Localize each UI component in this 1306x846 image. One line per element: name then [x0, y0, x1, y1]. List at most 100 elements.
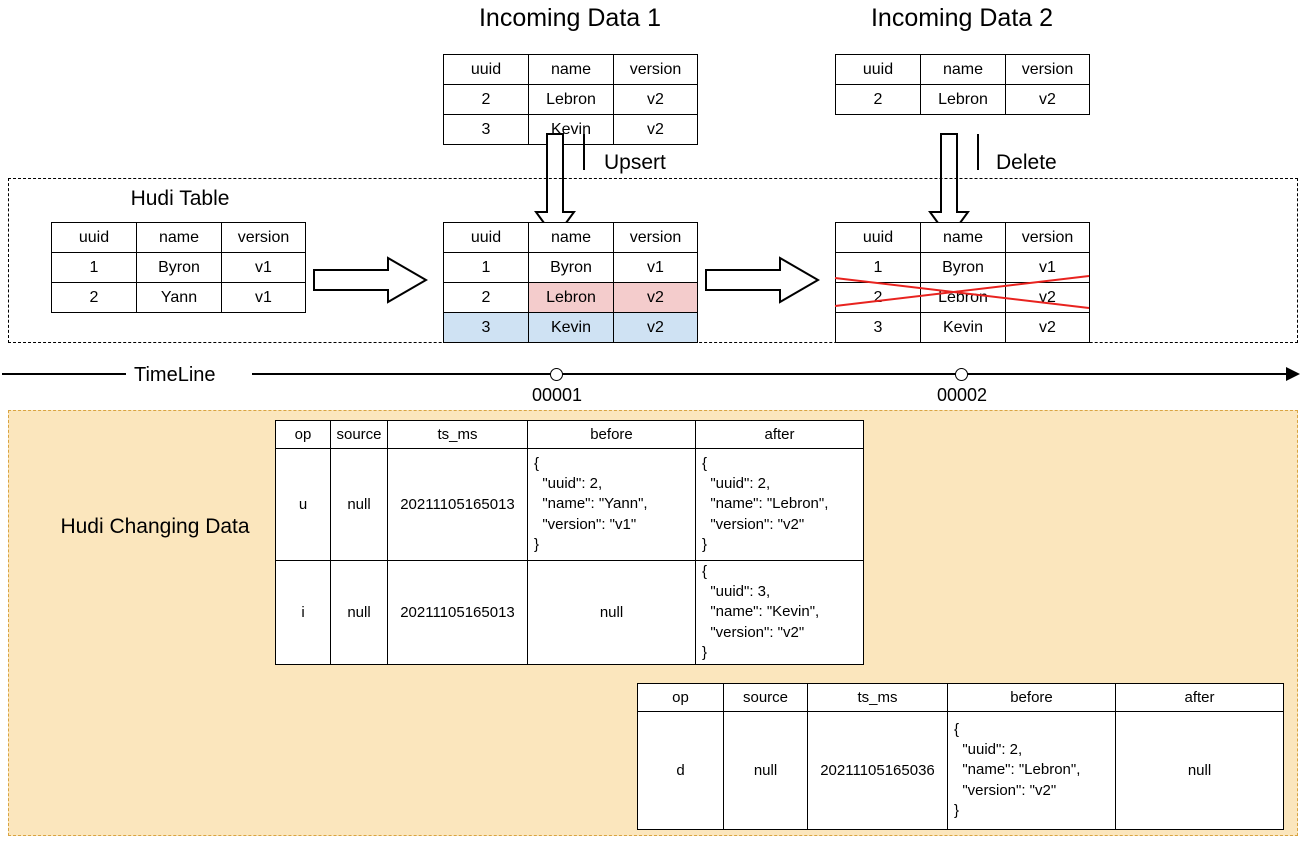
table-row-updated: 2 Lebron v2 — [443, 282, 698, 313]
cell-source: null — [330, 448, 388, 561]
col-source: source — [330, 420, 388, 449]
col-uuid: uuid — [51, 222, 137, 253]
flow-arrow-2 — [705, 256, 820, 304]
col-uuid: uuid — [835, 222, 921, 253]
col-name: name — [528, 222, 614, 253]
cell-uuid: 2 — [835, 282, 921, 313]
cell-version: v1 — [613, 252, 698, 283]
col-version: version — [221, 222, 306, 253]
cell-version: v2 — [1005, 84, 1090, 115]
cell-uuid: 3 — [443, 312, 529, 343]
cell-source: null — [330, 560, 388, 665]
cell-uuid: 3 — [443, 114, 529, 145]
col-before: before — [527, 420, 696, 449]
incoming-data-1-table: uuid name version 2 Lebron v2 3 Kevin v2 — [443, 54, 698, 145]
cell-uuid: 2 — [443, 84, 529, 115]
cell-uuid: 1 — [835, 252, 921, 283]
col-ts-ms: ts_ms — [807, 683, 948, 712]
timeline-marker-00001 — [550, 368, 563, 381]
table-row: 3 Kevin v2 — [835, 312, 1090, 343]
timeline-marker-00002 — [955, 368, 968, 381]
incoming-data-1-title: Incoming Data 1 — [478, 4, 662, 32]
col-uuid: uuid — [443, 222, 529, 253]
col-version: version — [1005, 222, 1090, 253]
table-row: 3 Kevin v2 — [443, 114, 698, 145]
hudi-changing-data-label: Hudi Changing Data — [60, 515, 250, 538]
table-row: 2 Yann v1 — [51, 282, 306, 313]
col-after: after — [1115, 683, 1284, 712]
timeline-axis — [2, 367, 1300, 381]
cell-ts-ms: 20211105165013 — [387, 448, 528, 561]
cell-name: Byron — [920, 252, 1006, 283]
table-row: 2 Lebron v2 — [835, 84, 1090, 115]
cell-name: Byron — [528, 252, 614, 283]
cell-after: null — [1115, 711, 1284, 830]
col-op: op — [275, 420, 331, 449]
hudi-table-title: Hudi Table — [130, 187, 230, 210]
table-row: 2 Lebron v2 — [443, 84, 698, 115]
cell-version: v2 — [613, 114, 698, 145]
cell-before: { "uuid": 2, "name": "Lebron", "version"… — [947, 711, 1116, 830]
cell-uuid: 3 — [835, 312, 921, 343]
upsert-label: Upsert — [601, 152, 669, 173]
cell-name: Byron — [136, 252, 222, 283]
cell-before: null — [527, 560, 696, 665]
cell-name: Lebron — [528, 84, 614, 115]
cell-before: { "uuid": 2, "name": "Yann", "version": … — [527, 448, 696, 561]
cell-uuid: 2 — [835, 84, 921, 115]
cell-uuid: 2 — [443, 282, 529, 313]
timeline-tick-label-00001: 00001 — [531, 385, 583, 405]
cell-name: Kevin — [528, 312, 614, 343]
delete-label: Delete — [993, 152, 1060, 173]
cell-version: v2 — [613, 84, 698, 115]
timeline-label: TimeLine — [130, 365, 220, 385]
cdc-table-1: op source ts_ms before after u null 2021… — [275, 420, 864, 665]
cell-op: i — [275, 560, 331, 665]
cell-name: Lebron — [920, 282, 1006, 313]
cell-after: { "uuid": 3, "name": "Kevin", "version":… — [695, 560, 864, 665]
col-name: name — [920, 222, 1006, 253]
table-row-inserted: 3 Kevin v2 — [443, 312, 698, 343]
cell-op: d — [637, 711, 724, 830]
col-after: after — [695, 420, 864, 449]
table-header-row: uuid name version — [443, 222, 698, 253]
col-before: before — [947, 683, 1116, 712]
col-uuid: uuid — [835, 54, 921, 85]
col-version: version — [613, 222, 698, 253]
cell-version: v1 — [1005, 252, 1090, 283]
table-row-deleted: 2 Lebron v2 — [835, 282, 1090, 313]
col-uuid: uuid — [443, 54, 529, 85]
cell-uuid: 1 — [51, 252, 137, 283]
cell-after: { "uuid": 2, "name": "Lebron", "version"… — [695, 448, 864, 561]
cell-name: Lebron — [920, 84, 1006, 115]
cell-uuid: 1 — [443, 252, 529, 283]
cell-name: Lebron — [528, 282, 614, 313]
col-name: name — [136, 222, 222, 253]
cdc-row-update: u null 20211105165013 { "uuid": 2, "name… — [275, 448, 864, 561]
cell-version: v2 — [613, 282, 698, 313]
cell-version: v2 — [1005, 312, 1090, 343]
col-version: version — [613, 54, 698, 85]
col-name: name — [528, 54, 614, 85]
col-ts-ms: ts_ms — [387, 420, 528, 449]
table-row: 1 Byron v1 — [51, 252, 306, 283]
col-source: source — [723, 683, 808, 712]
cell-version: v1 — [221, 252, 306, 283]
cdc-header-row: op source ts_ms before after — [275, 420, 864, 449]
incoming-data-2-title: Incoming Data 2 — [870, 4, 1054, 32]
col-name: name — [920, 54, 1006, 85]
flow-arrow-1 — [313, 256, 428, 304]
cdc-row-insert: i null 20211105165013 null { "uuid": 3, … — [275, 560, 864, 665]
cell-op: u — [275, 448, 331, 561]
table-header-row: uuid name version — [51, 222, 306, 253]
col-version: version — [1005, 54, 1090, 85]
table-header-row: uuid name version — [443, 54, 698, 85]
cell-ts-ms: 20211105165013 — [387, 560, 528, 665]
cell-ts-ms: 20211105165036 — [807, 711, 948, 830]
col-op: op — [637, 683, 724, 712]
cdc-header-row: op source ts_ms before after — [637, 683, 1284, 712]
cell-version: v1 — [221, 282, 306, 313]
cell-name: Yann — [136, 282, 222, 313]
cell-version: v2 — [613, 312, 698, 343]
